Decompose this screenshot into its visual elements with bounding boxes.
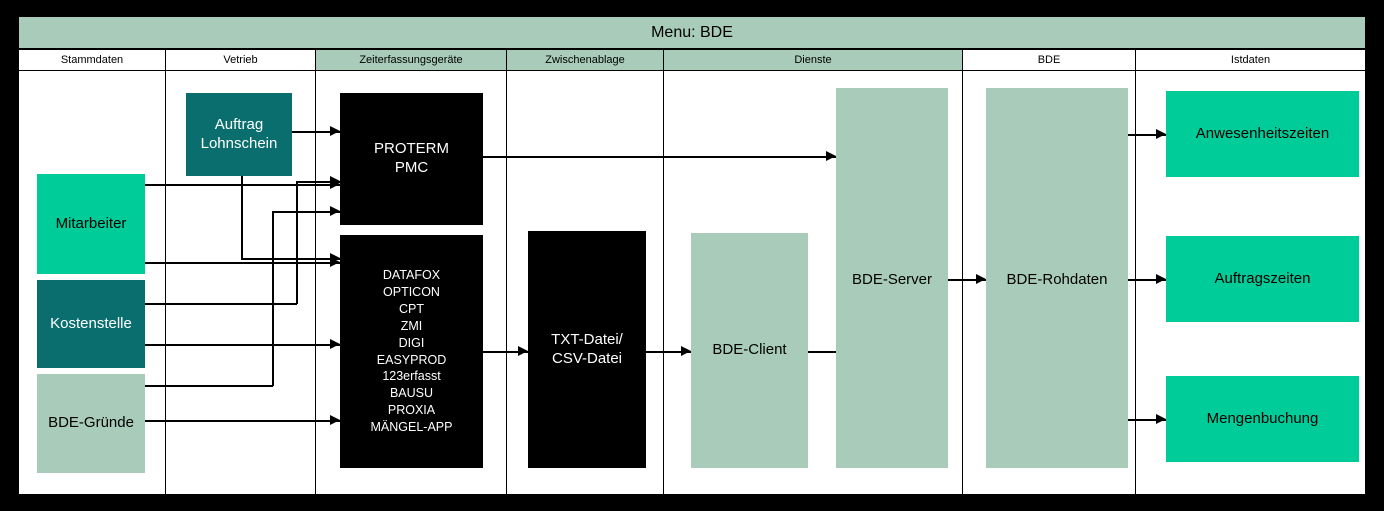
connector-auftrag-to-devices <box>241 258 340 260</box>
node-mitarbeiter[interactable]: Mitarbeiter <box>37 174 145 274</box>
column-header-istdaten: Istdaten <box>1136 50 1365 71</box>
node-label: BDE-Server <box>851 271 933 288</box>
node-label: Auftrag Lohnschein <box>200 115 278 152</box>
swimlane-panel: Stammdaten Vetrieb Zeiterfassungsgeräte … <box>18 49 1366 495</box>
column-zwischenablage: Zwischenablage <box>507 50 664 494</box>
node-label: Auftragszeiten <box>1214 269 1311 287</box>
node-kostenstelle[interactable]: Kostenstelle <box>37 280 145 368</box>
connector-auftrag-stem <box>241 176 243 259</box>
node-label: DATAFOX OPTICON CPT ZMI DIGI EASYPROD 12… <box>370 268 453 434</box>
column-header-zwischenablage: Zwischenablage <box>507 50 663 71</box>
connector-bdegruende-up-h1 <box>145 385 273 387</box>
connector-kostenstelle-to-devices <box>145 344 340 346</box>
connector-mitarbeiter-to-devices <box>145 262 340 264</box>
arrow-bdeserver-to-rohdaten <box>976 274 986 284</box>
column-header-label: Vetrieb <box>223 54 258 66</box>
column-zeiterfassungsgeraete: Zeiterfassungsgeräte <box>316 50 507 494</box>
column-header-stammdaten: Stammdaten <box>19 50 165 71</box>
connector-kostenstelle-up-h2 <box>296 181 340 183</box>
node-mengenbuchung[interactable]: Mengenbuchung <box>1166 376 1359 462</box>
menu-title-bar: Menu: BDE <box>18 16 1366 49</box>
column-istdaten: Istdaten <box>1136 50 1365 494</box>
node-label: Kostenstelle <box>50 314 132 332</box>
node-bde-gruende[interactable]: BDE-Gründe <box>37 374 145 473</box>
arrow-devices-to-datei <box>518 346 528 356</box>
connector-auftrag-to-proterm <box>292 131 340 133</box>
node-label: BDE-Client <box>712 341 787 359</box>
connector-bdegruende-up-v <box>272 211 274 386</box>
arrow-rohdaten-to-anwesenheitszeiten <box>1156 129 1166 139</box>
arrow-mitarbeiter-to-devices <box>330 257 340 267</box>
connector-proterm-to-bdeserver <box>483 156 836 158</box>
column-header-label: Zeiterfassungsgeräte <box>359 54 463 66</box>
menu-title-label: Menu: BDE <box>651 23 733 41</box>
connector-bdegruende-to-devices <box>145 420 340 422</box>
connector-bdeserver-to-rohdaten <box>948 279 986 281</box>
node-bde-rohdaten[interactable]: BDE-Rohdaten <box>986 88 1128 468</box>
connector-rohdaten-to-auftragszeiten <box>1128 279 1166 281</box>
connector-kostenstelle-up-v <box>296 181 298 304</box>
node-label: TXT-Datei/ CSV-Datei <box>551 330 623 367</box>
column-header-label: BDE <box>1037 54 1061 66</box>
column-stammdaten: Stammdaten <box>19 50 166 494</box>
node-label: Mitarbeiter <box>55 214 127 232</box>
column-header-bde: BDE <box>963 50 1135 71</box>
node-label: Anwesenheitszeiten <box>1195 124 1330 142</box>
connector-kostenstelle-up-h1 <box>145 303 297 305</box>
arrow-proterm-to-bdeserver <box>826 151 836 161</box>
connector-datei-to-bdeclient <box>646 351 691 353</box>
node-label: PROTERM PMC <box>374 140 449 176</box>
connector-mitarbeiter-to-proterm <box>145 184 340 186</box>
connector-rohdaten-to-mengenbuchung <box>1128 419 1166 421</box>
arrow-auftrag-to-proterm <box>330 126 340 136</box>
column-header-vetrieb: Vetrieb <box>166 50 315 71</box>
arrow-bdegruende-to-proterm <box>330 206 340 216</box>
column-vetrieb: Vetrieb <box>166 50 316 494</box>
arrow-rohdaten-to-auftragszeiten <box>1156 274 1166 284</box>
column-header-dienste: Dienste <box>664 50 962 71</box>
arrow-kostenstelle-to-proterm <box>330 176 340 186</box>
column-header-zeiterfassungsgeraete: Zeiterfassungsgeräte <box>316 50 506 71</box>
node-txt-csv-datei[interactable]: TXT-Datei/ CSV-Datei <box>528 231 646 468</box>
column-header-label: Dienste <box>794 54 832 66</box>
node-bde-server[interactable]: BDE-Server <box>836 88 948 468</box>
column-header-label: Istdaten <box>1230 54 1271 66</box>
connector-bdegruende-up-h2 <box>272 211 340 213</box>
node-label: BDE-Rohdaten <box>1006 271 1108 288</box>
node-device-list[interactable]: DATAFOX OPTICON CPT ZMI DIGI EASYPROD 12… <box>340 235 483 468</box>
arrow-datei-to-bdeclient <box>681 346 691 356</box>
column-dienste: Dienste <box>664 50 963 494</box>
node-anwesenheitszeiten[interactable]: Anwesenheitszeiten <box>1166 91 1359 177</box>
connector-rohdaten-to-anwesenheitszeiten <box>1128 134 1166 136</box>
column-bde: BDE <box>963 50 1136 494</box>
node-label: Mengenbuchung <box>1206 409 1319 427</box>
node-bde-client[interactable]: BDE-Client <box>691 233 808 468</box>
node-auftrag-lohnschein[interactable]: Auftrag Lohnschein <box>186 93 292 176</box>
arrow-rohdaten-to-mengenbuchung <box>1156 414 1166 424</box>
connector-devices-to-datei <box>483 351 528 353</box>
arrow-kostenstelle-to-devices <box>330 339 340 349</box>
node-label: BDE-Gründe <box>48 414 134 432</box>
node-auftragszeiten[interactable]: Auftragszeiten <box>1166 236 1359 322</box>
column-header-label: Zwischenablage <box>545 54 625 66</box>
connector-bdeclient-to-bdeserver <box>808 351 846 353</box>
arrow-bdegruende-to-devices <box>330 415 340 425</box>
node-proterm-pmc[interactable]: PROTERM PMC <box>340 93 483 225</box>
column-header-label: Stammdaten <box>60 54 124 66</box>
